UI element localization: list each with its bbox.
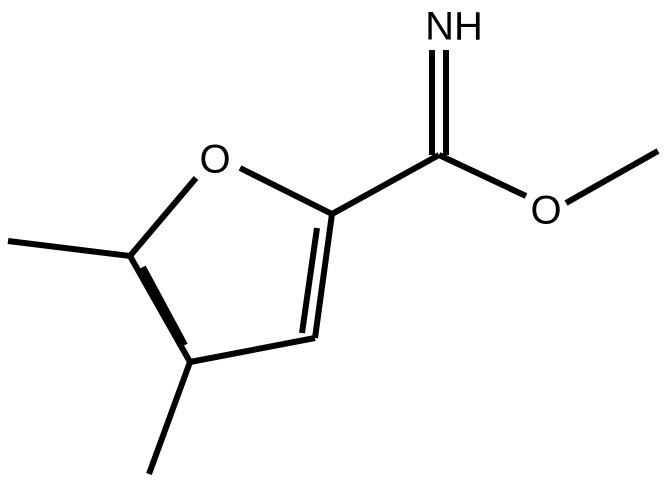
- ester-oxygen-label: O: [530, 189, 561, 233]
- bond-c5-to-ring-oxygen: [127, 176, 199, 258]
- imine-nitrogen-label: NH: [425, 5, 483, 49]
- bond-c3-to-c4: [189, 335, 316, 365]
- bond-c2-c3-inner-double: [299, 227, 320, 334]
- ring-oxygen-label: O: [199, 138, 230, 182]
- bond-c4-c5-inner-double: [140, 265, 188, 347]
- bond-c4-methyl: [146, 360, 193, 476]
- bond-c5-methyl: [7, 238, 131, 259]
- bond-c2-to-imidate-carbon: [330, 152, 441, 217]
- bond-ring-oxygen-to-c2: [238, 165, 334, 217]
- bond-c4-to-c5: [127, 254, 193, 364]
- bond-ester-oxygen-to-methyl: [564, 148, 660, 206]
- bond-c2-to-c3: [312, 213, 335, 339]
- bond-imidate-carbon-to-ester-oxygen: [437, 152, 528, 199]
